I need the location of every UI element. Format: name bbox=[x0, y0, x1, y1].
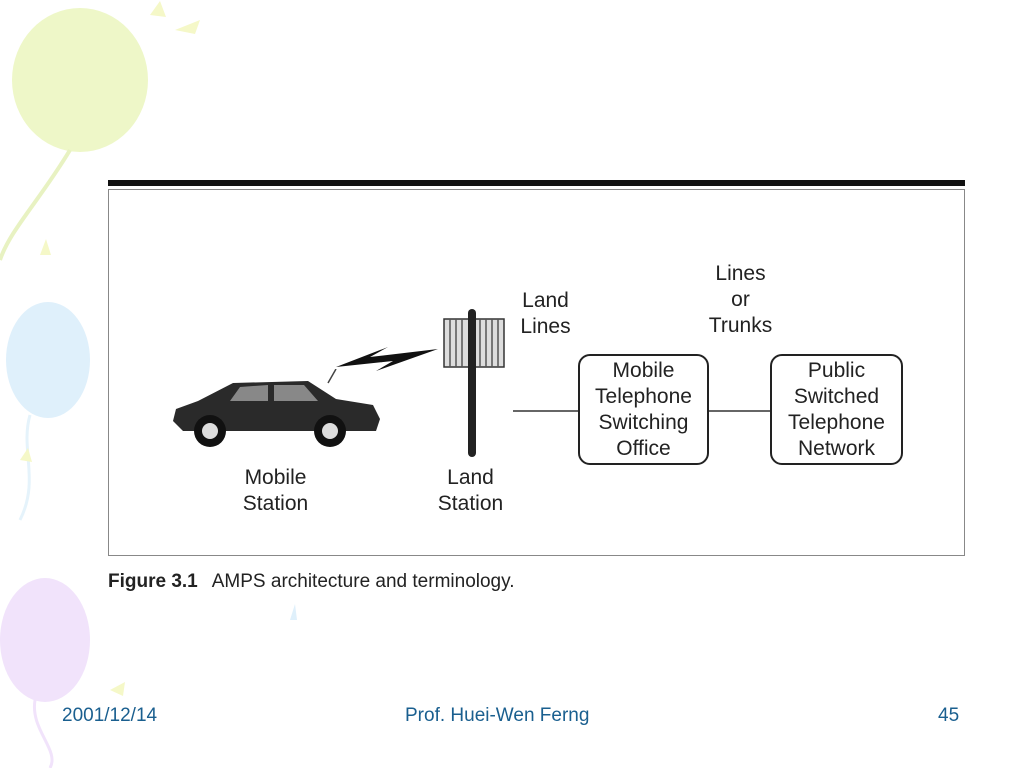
blue-balloon bbox=[6, 239, 90, 521]
footer-date: 2001/12/14 bbox=[62, 705, 158, 726]
figure-caption: Figure 3.1 AMPS architecture and terminol… bbox=[108, 571, 514, 593]
car-icon bbox=[173, 369, 380, 447]
figure-caption-text: AMPS architecture and terminology. bbox=[211, 571, 515, 592]
footer-author: Prof. Huei-Wen Ferng bbox=[405, 705, 590, 726]
lines-or-trunks-label: Lines or Trunks bbox=[708, 262, 773, 337]
amps-diagram: Mobile Station Land Station Land Lines L… bbox=[108, 189, 965, 556]
connection-lines bbox=[336, 347, 772, 412]
land-station-label: Land Station bbox=[437, 466, 504, 515]
land-lines-label: Land Lines bbox=[520, 289, 571, 338]
radio-link-icon bbox=[336, 347, 438, 371]
mobile-station-label: Mobile Station bbox=[242, 466, 309, 515]
mtso-label: Mobile Telephone Switching Office bbox=[595, 358, 692, 460]
footer-page-number: 45 bbox=[938, 705, 960, 726]
figure-top-rule bbox=[108, 180, 965, 186]
antenna-tower-icon bbox=[443, 309, 505, 457]
purple-balloon bbox=[0, 578, 297, 768]
figure-number: Figure 3.1 bbox=[108, 571, 198, 592]
green-balloon bbox=[0, 1, 200, 261]
mtso-box: Mobile Telephone Switching Office bbox=[578, 354, 709, 465]
pstn-box: Public Switched Telephone Network bbox=[770, 354, 903, 465]
pstn-label: Public Switched Telephone Network bbox=[788, 358, 885, 460]
